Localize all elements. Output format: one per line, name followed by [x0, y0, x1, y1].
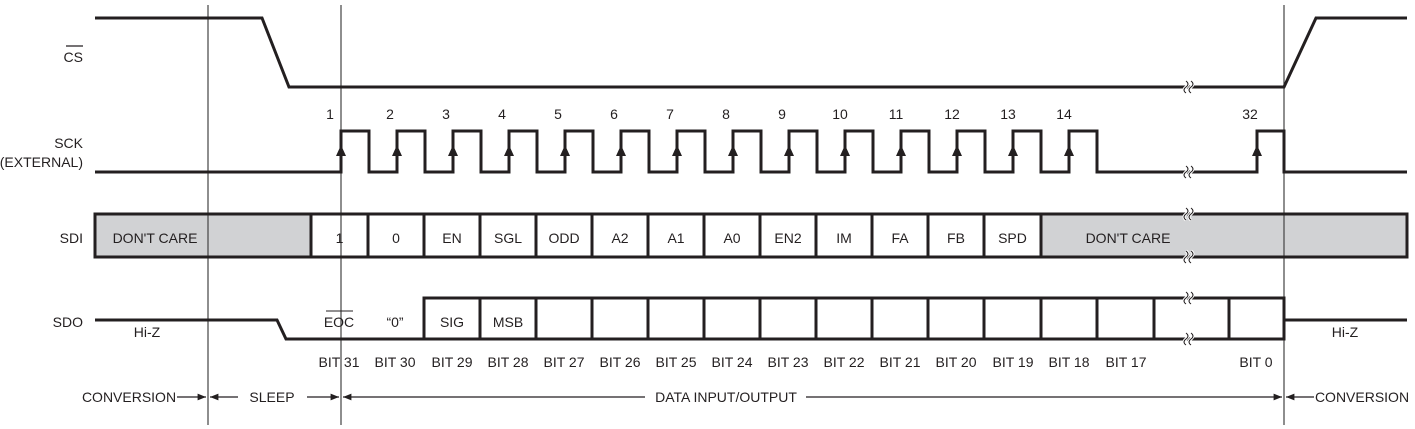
sck-external-label: (EXTERNAL) [0, 154, 83, 170]
sdo-eoc-label: EOC [324, 314, 354, 330]
sdi-bit-cell: SGL [494, 230, 522, 246]
sck-pulse-number: 8 [722, 106, 730, 122]
sck-pulse-number: 14 [1056, 106, 1072, 122]
rising-edge-arrow-icon [784, 145, 794, 156]
sck-pulse-number: 2 [386, 106, 394, 122]
sdo-label: SDO [53, 314, 83, 330]
bit-index-label: BIT 25 [656, 354, 697, 370]
sdi-bit-cell: A2 [611, 230, 628, 246]
sdi-dont-care-left-label: DON'T CARE [113, 230, 198, 246]
sck-pulse-number: 11 [889, 106, 904, 122]
bit-index-label: BIT 30 [375, 354, 416, 370]
sck-pulse-number: 32 [1242, 106, 1258, 122]
sdo-break-icon [1183, 332, 1194, 346]
bit-index-label: BIT 26 [600, 354, 641, 370]
sdi-bus [93, 212, 1409, 259]
sck-pulse-number: 5 [554, 106, 562, 122]
sdi-bit-cell: EN2 [774, 230, 801, 246]
sdi-bit-cell: FB [947, 230, 965, 246]
bit-index-label: BIT 21 [880, 354, 921, 370]
sdi-bit-cell: A1 [667, 230, 684, 246]
sck-pulse-number: 10 [832, 106, 848, 122]
sdo-sig-cell: SIG [440, 314, 464, 330]
sdo-zero-label: “0” [386, 314, 403, 330]
rising-edge-arrow-icon [672, 145, 682, 156]
bit-index-label: BIT 0 [1239, 354, 1272, 370]
sck-pulse-number: 13 [1000, 106, 1016, 122]
cs-break-icon [1183, 80, 1194, 94]
sdi-dont-care-right [1041, 214, 1407, 257]
bit-index-label: BIT 28 [488, 354, 529, 370]
bit-index-label: BIT 22 [824, 354, 865, 370]
sdo-data-bus [422, 296, 1286, 341]
rising-edge-arrow-icon [504, 145, 514, 156]
rising-edge-arrow-icon [392, 145, 402, 156]
bit-index-label: BIT 18 [1049, 354, 1090, 370]
sdo-hiz-left-label: Hi-Z [134, 324, 161, 340]
rising-edge-arrow-icon [560, 145, 570, 156]
sdi-break-icon [1183, 207, 1194, 221]
sdi-break-icon [1183, 250, 1194, 264]
sdi-bit-cell: 0 [392, 230, 400, 246]
sck-waveform [95, 129, 1407, 174]
sdi-bit-cell: ODD [548, 230, 579, 246]
sdi-bit-cell: 1 [336, 230, 344, 246]
rising-edge-arrow-icon [336, 145, 346, 156]
sdo-hiz-right-label: Hi-Z [1332, 324, 1359, 340]
sdo-msb-cell: MSB [493, 314, 523, 330]
sck-pulse-number: 1 [326, 106, 334, 122]
bit-index-label: BIT 19 [993, 354, 1034, 370]
rising-edge-arrow-icon [1252, 145, 1262, 156]
sdo-break-icon [1183, 291, 1194, 305]
sdi-dont-care-left [95, 214, 311, 257]
sck-pulse-number: 4 [498, 106, 506, 122]
sck-pulse-number: 6 [610, 106, 618, 122]
bit-index-label: BIT 20 [936, 354, 977, 370]
rising-edge-arrow-icon [728, 145, 738, 156]
rising-edge-arrow-icon [1008, 145, 1018, 156]
sck-pulse-number: 3 [442, 106, 450, 122]
bit-index-label: BIT 24 [712, 354, 753, 370]
sdi-bit-cell: IM [836, 230, 852, 246]
sck-label: SCK [54, 135, 83, 151]
phase-conversion-right-label: CONVERSION [1315, 389, 1409, 405]
sck-pulse-number: 12 [944, 106, 960, 122]
bit-index-label: BIT 23 [768, 354, 809, 370]
rising-edge-arrow-icon [1064, 145, 1074, 156]
sdi-dont-care-right-label: DON'T CARE [1086, 230, 1171, 246]
bit-index-label: BIT 29 [432, 354, 473, 370]
sdi-bit-cell: A0 [723, 230, 740, 246]
rising-edge-arrow-icon [616, 145, 626, 156]
sdi-label: SDI [60, 230, 83, 246]
rising-edge-arrow-icon [952, 145, 962, 156]
sck-break-icon [1183, 165, 1194, 179]
bit-index-label: BIT 17 [1106, 354, 1147, 370]
sdi-bit-cell: SPD [998, 230, 1027, 246]
rising-edge-arrow-icon [896, 145, 906, 156]
bit-index-label: BIT 31 [319, 354, 360, 370]
sdi-bit-cell: FA [891, 230, 909, 246]
rising-edge-arrow-icon [448, 145, 458, 156]
phase-data-io-label: DATA INPUT/OUTPUT [655, 389, 797, 405]
sck-pulse-number: 9 [778, 106, 786, 122]
cs-label: CS [64, 49, 83, 65]
rising-edge-arrow-icon [840, 145, 850, 156]
sdi-bit-cell: EN [442, 230, 461, 246]
sdo-hiz-waveform [95, 318, 424, 341]
phase-sleep-label: SLEEP [249, 389, 294, 405]
sck-pulse-number: 7 [666, 106, 674, 122]
phase-conversion-left-label: CONVERSION [82, 389, 176, 405]
bit-index-label: BIT 27 [544, 354, 585, 370]
cs-waveform [95, 16, 1407, 89]
